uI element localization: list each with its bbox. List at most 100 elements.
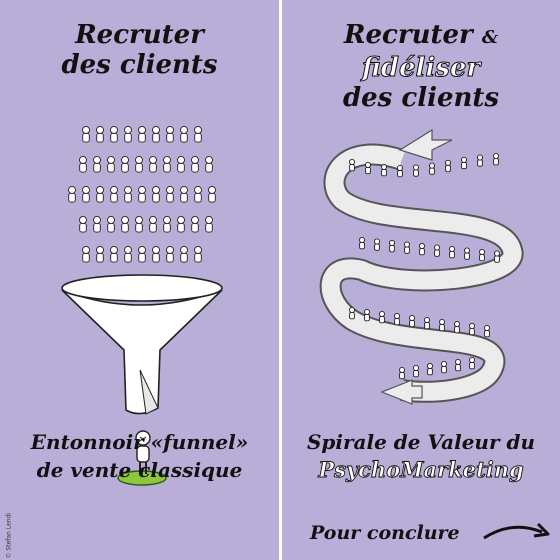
left-caption-line2: de vente classique — [36, 458, 243, 482]
right-title-amp: & — [481, 27, 499, 48]
right-title-line2: des clients — [342, 83, 500, 113]
crowd-person — [191, 216, 199, 233]
crowd-person — [463, 247, 471, 260]
crowd-person — [135, 216, 143, 233]
crowd-person — [388, 239, 396, 253]
crowd-person — [205, 216, 213, 233]
crowd-person — [180, 186, 188, 203]
spiral-top-arrow — [398, 128, 453, 161]
crowd-person — [373, 238, 381, 251]
left-title: Recruter des clients — [0, 20, 279, 80]
crowd-person — [96, 186, 104, 203]
crowd-person — [191, 156, 199, 173]
crowd-person — [138, 186, 146, 203]
left-panel: Recruter des clients Entonnoir «funnel» … — [0, 0, 279, 560]
credit-text: © Stefan Lendi — [5, 513, 13, 559]
crowd-person — [152, 186, 160, 203]
crowd-person — [440, 360, 448, 374]
crowd-person — [194, 126, 202, 143]
crowd-person — [180, 246, 188, 263]
crowd-person — [79, 156, 87, 173]
right-title-line1: Recruter & fidéliser — [282, 20, 560, 84]
crowd-person — [393, 312, 401, 326]
crowd-person — [448, 245, 456, 259]
crowd-person — [107, 216, 115, 233]
crowd-person — [454, 358, 462, 372]
crowd-person — [135, 156, 143, 173]
crowd-person — [124, 246, 132, 263]
crowd-person — [380, 164, 388, 177]
crowd-person — [460, 156, 468, 170]
crowd-person — [177, 156, 185, 173]
crowd-person — [412, 364, 420, 378]
pedestal — [117, 470, 167, 486]
crowd-person — [426, 362, 434, 376]
crowd-person — [180, 126, 188, 143]
crowd-person — [152, 246, 160, 263]
crowd-person — [124, 186, 132, 203]
right-caption-line2: PsychoMarketing — [318, 457, 524, 483]
crowd-person — [110, 246, 118, 263]
crowd-person — [428, 162, 436, 175]
crowd-person — [348, 306, 356, 320]
crowd-person — [121, 156, 129, 173]
crowd-person — [121, 216, 129, 233]
crowd-person — [79, 216, 87, 233]
left-caption: Entonnoir «funnel» de vente classique — [0, 428, 279, 484]
crowd-person — [378, 310, 386, 324]
crowd-person — [166, 186, 174, 203]
crowd-person — [93, 216, 101, 233]
funnel-spout-fold — [139, 369, 159, 415]
funnel-body — [61, 289, 223, 415]
spiral-bottom-arrow — [380, 379, 423, 405]
crowd-person — [433, 244, 441, 257]
crowd-person — [418, 242, 426, 256]
crowd-person — [403, 241, 411, 254]
crowd-person — [348, 158, 356, 172]
crowd-person — [194, 246, 202, 263]
crowd-person — [478, 248, 486, 262]
left-title-line1: Recruter — [75, 20, 204, 50]
crowd-person — [163, 216, 171, 233]
crowd-person — [194, 186, 202, 203]
crowd-person — [166, 126, 174, 143]
crowd-person — [124, 126, 132, 143]
left-title-line2: des clients — [61, 50, 218, 80]
funnel-rim — [61, 274, 223, 302]
crowd-person — [149, 156, 157, 173]
panel-divider — [279, 0, 282, 560]
crowd-person — [492, 153, 500, 166]
crowd-person — [96, 246, 104, 263]
crowd-person — [152, 126, 160, 143]
crowd-person — [476, 154, 484, 167]
single-person — [135, 430, 151, 474]
right-title-word1: Recruter — [343, 20, 473, 50]
crowd-person — [177, 216, 185, 233]
cta-link[interactable]: Pour conclure — [310, 522, 460, 544]
crowd-person — [408, 314, 416, 328]
crowd-person — [412, 164, 420, 177]
crowd-person — [68, 186, 76, 203]
crowd-person — [398, 366, 406, 380]
crowd-person — [82, 246, 90, 263]
right-title-word2: fidéliser — [361, 53, 481, 84]
copyright-credit: © Stefan Lendi — [2, 470, 13, 560]
crowd-person — [468, 322, 476, 336]
crowd-person — [468, 356, 476, 370]
crowd-person — [96, 126, 104, 143]
crowd-person — [138, 126, 146, 143]
crowd-person — [208, 186, 216, 203]
crowd-person — [364, 161, 372, 175]
crowd-person — [166, 246, 174, 263]
crowd-person — [453, 320, 461, 334]
crowd-person — [82, 126, 90, 143]
crowd-person — [423, 316, 431, 330]
curved-arrow-icon[interactable] — [482, 518, 552, 548]
right-caption: Spirale de Valeur du PsychoMarketing — [282, 428, 560, 484]
right-title: Recruter & fidéliser des clients — [282, 20, 560, 113]
crowd-person — [107, 156, 115, 173]
funnel-illustration — [61, 126, 223, 486]
crowd-person — [493, 250, 501, 263]
crowd-of-people — [68, 126, 216, 263]
